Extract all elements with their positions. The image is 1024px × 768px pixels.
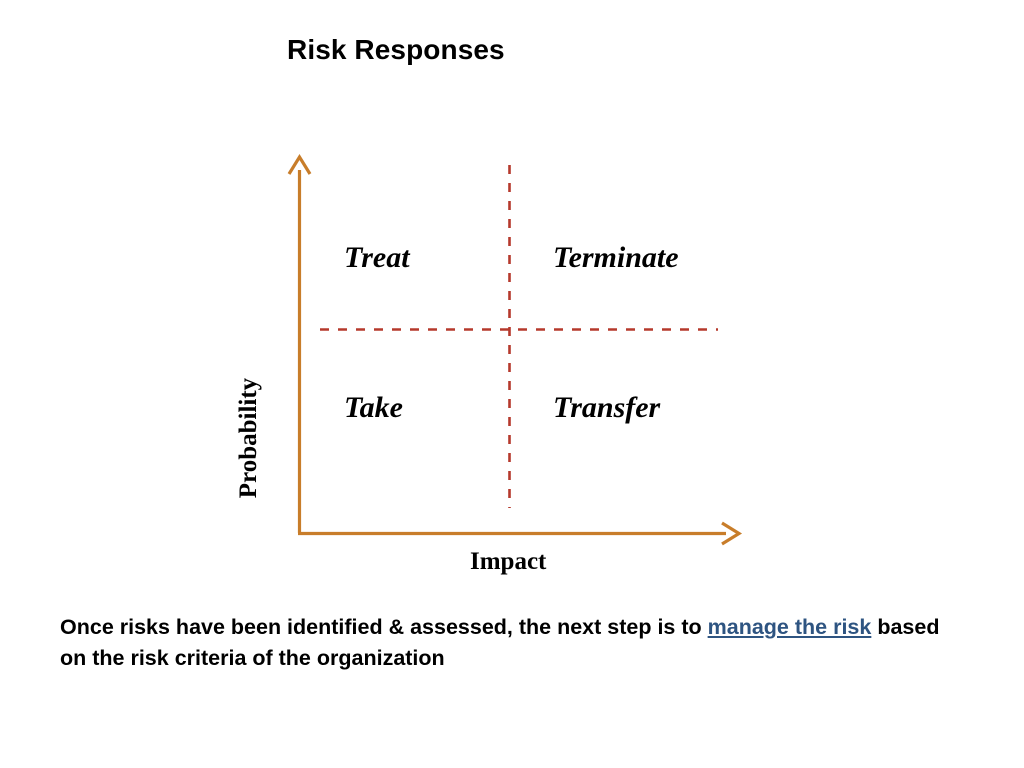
arrow-right-icon xyxy=(721,521,743,546)
y-axis-label: Probability xyxy=(235,377,262,499)
manage-the-risk-link[interactable]: manage the risk xyxy=(707,615,872,639)
quadrant-label-transfer: Transfer xyxy=(553,391,661,424)
x-axis-label: Impact xyxy=(470,548,547,575)
quadrant-label-terminate: Terminate xyxy=(553,241,679,274)
quadrant-label-take: Take xyxy=(344,391,403,424)
caption-part-2: based on the risk criteria of the organi… xyxy=(60,615,940,670)
quadrant-label-treat: Treat xyxy=(344,241,410,274)
page-title: Risk Responses xyxy=(287,34,505,65)
caption-text: Once risks have been identified & assess… xyxy=(60,612,960,674)
caption-part-1: Once risks have been identified & assess… xyxy=(60,615,708,639)
arrow-up-icon xyxy=(287,153,312,175)
